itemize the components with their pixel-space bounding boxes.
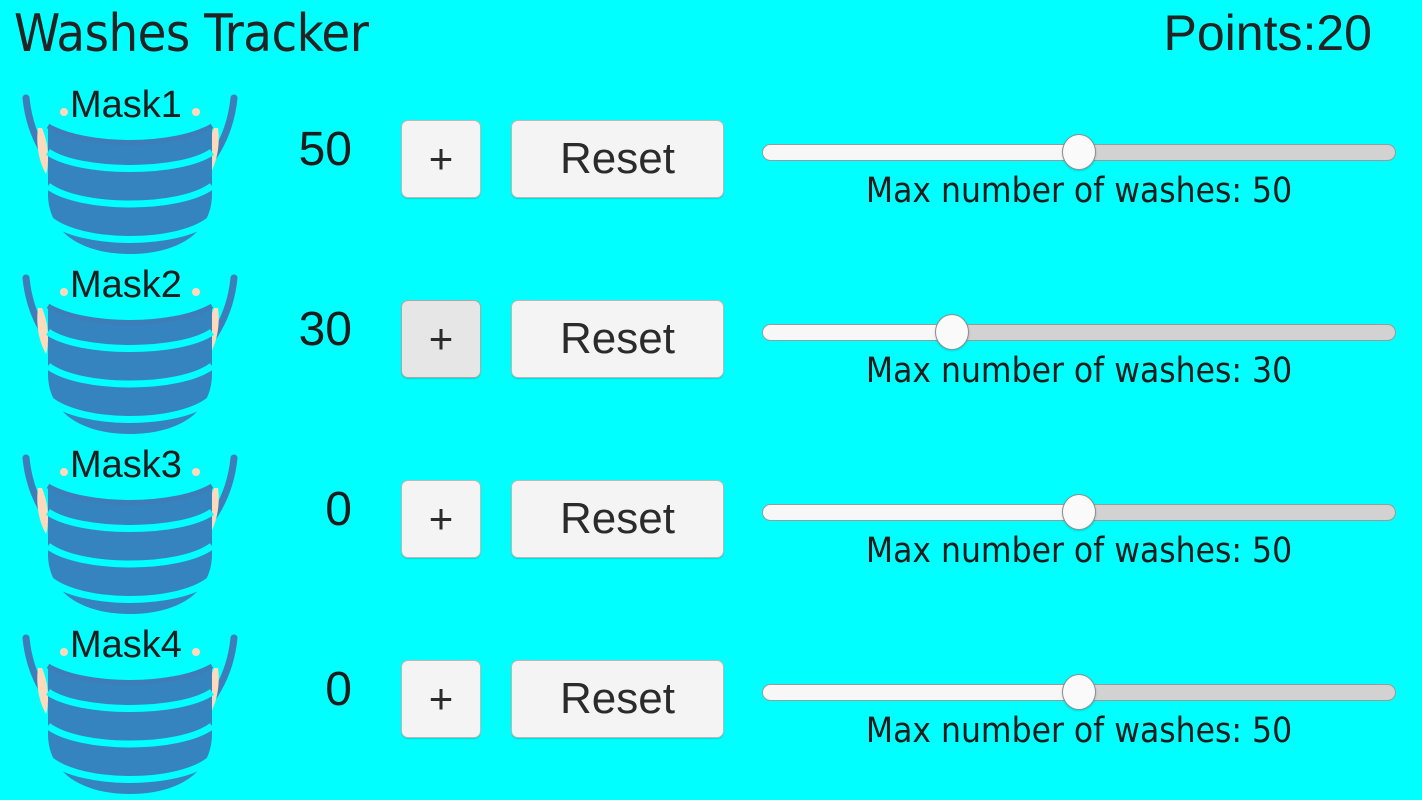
mask-row: Mask1 50 + Reset Max number of washes: 5… bbox=[0, 78, 1422, 258]
max-washes-slider-area: Max number of washes: 30 bbox=[762, 258, 1396, 438]
max-washes-slider-thumb[interactable] bbox=[1062, 674, 1096, 710]
reset-button[interactable]: Reset bbox=[511, 480, 724, 558]
page-title: Washes Tracker bbox=[14, 4, 369, 64]
increment-button[interactable]: + bbox=[401, 660, 481, 738]
mask-icon: Mask1 bbox=[8, 82, 252, 258]
max-washes-slider-thumb[interactable] bbox=[935, 314, 970, 350]
mask-name-label: Mask1 bbox=[70, 84, 182, 126]
increment-button[interactable]: + bbox=[401, 120, 481, 198]
wash-count: 30 bbox=[298, 303, 352, 356]
reset-button[interactable]: Reset bbox=[511, 300, 724, 378]
mask-name-label: Mask2 bbox=[70, 264, 182, 306]
max-washes-slider-track[interactable] bbox=[762, 324, 1396, 341]
max-washes-slider-thumb[interactable] bbox=[1062, 494, 1096, 530]
max-washes-caption: Max number of washes: 30 bbox=[865, 351, 1293, 391]
wash-count: 50 bbox=[298, 123, 352, 176]
mask-row: Mask2 30 + Reset Max number of washes: 3… bbox=[0, 258, 1422, 438]
mask-icon: Mask3 bbox=[8, 442, 252, 618]
increment-button[interactable]: + bbox=[401, 300, 481, 378]
reset-button[interactable]: Reset bbox=[511, 120, 724, 198]
mask-icon: Mask2 bbox=[8, 262, 252, 438]
points-display: Points:20 bbox=[1163, 5, 1372, 61]
mask-icon: Mask4 bbox=[8, 622, 252, 798]
max-washes-caption: Max number of washes: 50 bbox=[865, 531, 1293, 571]
app-header: Washes Tracker Points:20 bbox=[0, 0, 1422, 78]
max-washes-slider-thumb[interactable] bbox=[1062, 134, 1096, 170]
mask-row: Mask4 0 + Reset Max number of washes: 50 bbox=[0, 618, 1422, 798]
slider-fill bbox=[763, 685, 1079, 700]
mask-row: Mask3 0 + Reset Max number of washes: 50 bbox=[0, 438, 1422, 618]
max-washes-caption: Max number of washes: 50 bbox=[865, 711, 1293, 751]
slider-fill bbox=[763, 505, 1079, 520]
max-washes-slider-area: Max number of washes: 50 bbox=[762, 78, 1396, 258]
mask-name-label: Mask4 bbox=[70, 624, 182, 666]
slider-fill bbox=[763, 325, 953, 340]
reset-button[interactable]: Reset bbox=[511, 660, 724, 738]
wash-count: 0 bbox=[325, 483, 352, 536]
slider-fill bbox=[763, 145, 1079, 160]
max-washes-caption: Max number of washes: 50 bbox=[865, 171, 1293, 211]
mask-name-label: Mask3 bbox=[70, 444, 182, 486]
wash-count: 0 bbox=[325, 663, 352, 716]
increment-button[interactable]: + bbox=[401, 480, 481, 558]
max-washes-slider-area: Max number of washes: 50 bbox=[762, 438, 1396, 618]
max-washes-slider-area: Max number of washes: 50 bbox=[762, 618, 1396, 798]
